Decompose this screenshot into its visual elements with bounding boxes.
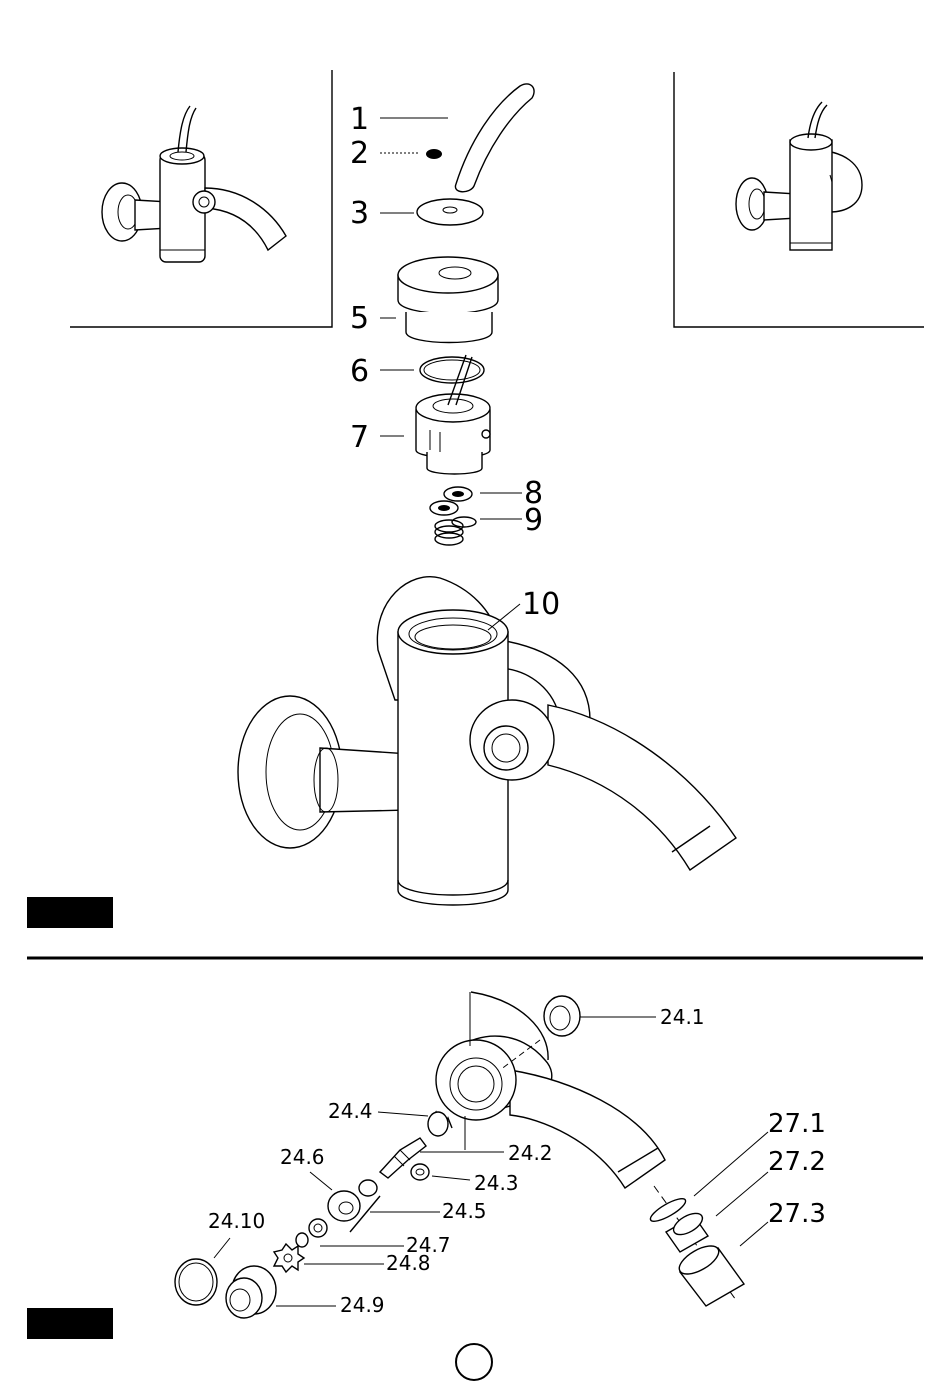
label-24-10: 24.10 — [208, 1209, 265, 1233]
part-2-screw: 2 — [350, 136, 442, 171]
part-24-6: 24.6 — [280, 1145, 377, 1221]
inset-left-view — [70, 70, 332, 327]
part-10-mixer-body: 10 — [238, 577, 736, 905]
label-24-5: 24.5 — [442, 1199, 487, 1223]
part-24-5: 24.5 — [350, 1196, 487, 1232]
part-24-2: 24.2 — [380, 1138, 553, 1178]
part-27-aerator: 27.1 27.2 27.3 — [648, 1109, 826, 1306]
section-marker-bottom — [27, 1308, 113, 1339]
inset-right-view — [674, 72, 924, 327]
label-7: 7 — [350, 420, 369, 455]
label-3: 3 — [350, 196, 369, 231]
label-24-3: 24.3 — [474, 1171, 519, 1195]
label-24-8: 24.8 — [386, 1251, 431, 1275]
part-5-housing: 5 — [350, 257, 498, 343]
label-27-2: 27.2 — [768, 1147, 826, 1177]
label-5: 5 — [350, 301, 369, 336]
part-24-4: 24.4 — [328, 1099, 452, 1136]
label-6: 6 — [350, 354, 369, 389]
label-9: 9 — [524, 503, 543, 538]
label-24-9: 24.9 — [340, 1293, 385, 1317]
label-24-2: 24.2 — [508, 1141, 553, 1165]
part-3-cap: 3 — [350, 196, 483, 231]
label-27-3: 27.3 — [768, 1199, 826, 1229]
label-24-4: 24.4 — [328, 1099, 373, 1123]
label-10: 10 — [522, 587, 560, 622]
label-1: 1 — [350, 102, 369, 137]
section-marker-top — [27, 897, 113, 928]
part-24-3: 24.3 — [411, 1164, 519, 1195]
part-1-lever: 1 — [350, 84, 534, 192]
label-24-1: 24.1 — [660, 1005, 705, 1029]
label-24-6: 24.6 — [280, 1145, 325, 1169]
label-2: 2 — [350, 136, 369, 171]
page-circle — [456, 1344, 492, 1380]
label-27-1: 27.1 — [768, 1109, 826, 1139]
part-24-9: 24.9 — [226, 1266, 385, 1318]
part-8-9-seals: 8 9 — [430, 476, 543, 545]
